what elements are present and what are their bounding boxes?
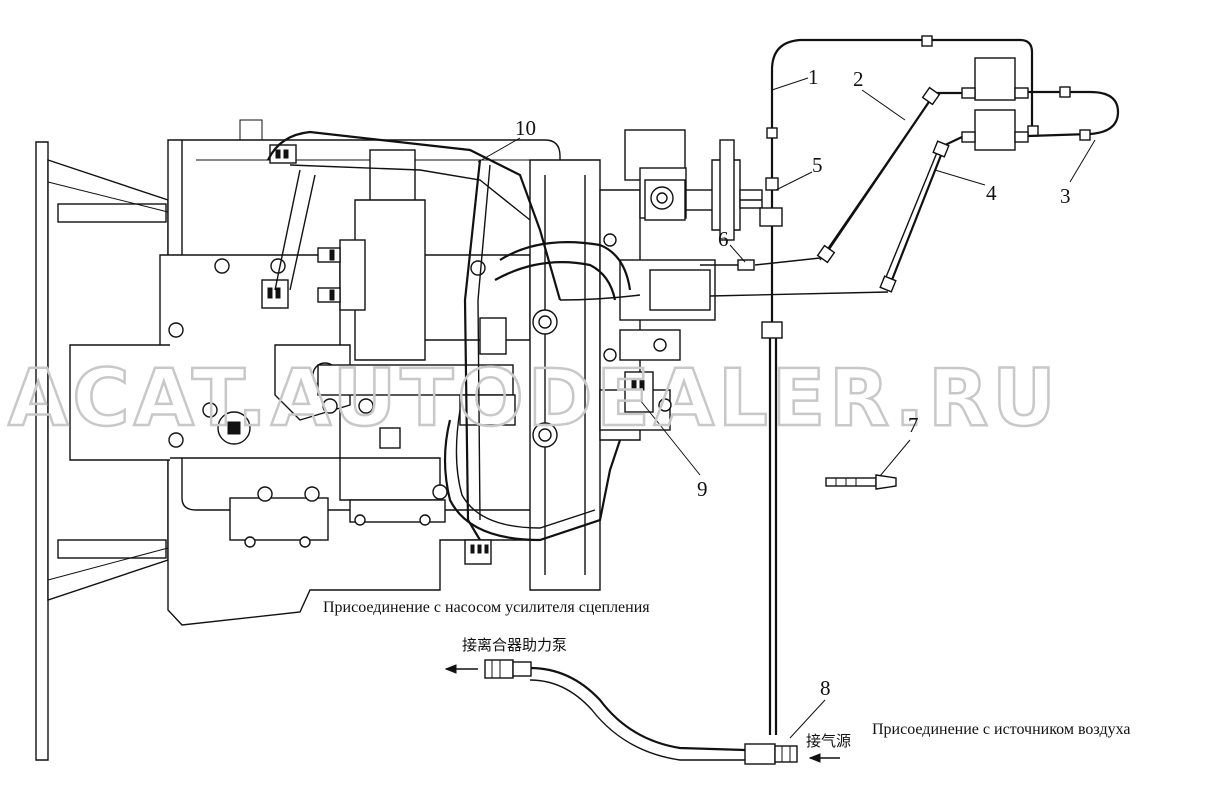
caption-air-source-ru: Присоединение с источником воздуха (872, 721, 1131, 738)
callout-3: 3 (1060, 184, 1071, 208)
housing-bolts (168, 258, 486, 548)
callout-4: 4 (986, 181, 997, 205)
callout-7: 7 (908, 413, 919, 437)
callout-numbers: 1 2 3 4 5 6 7 8 9 10 (515, 65, 1071, 700)
callout-2: 2 (853, 67, 864, 91)
control-valve-block (261, 144, 516, 426)
air-lines (700, 35, 1120, 735)
lower-hose-8 (484, 659, 798, 765)
callout-8: 8 (820, 676, 831, 700)
bell-housing (35, 141, 169, 761)
callout-6: 6 (718, 227, 729, 251)
caption-air-source-cn: 接气源 (806, 732, 851, 750)
caption-clutch-pump-ru: Присоединение с насосом усилителя сцепле… (323, 599, 650, 616)
callout-9: 9 (697, 477, 708, 501)
leader-lines (477, 77, 1096, 739)
callout-5: 5 (812, 153, 823, 177)
caption-clutch-pump-cn: 接离合器助力泵 (462, 636, 567, 654)
callout-1: 1 (808, 65, 819, 89)
rear-housing (529, 129, 763, 591)
callout-10: 10 (515, 116, 536, 140)
pipes-and-harness (267, 130, 641, 565)
watermark-text: ACAT.AUTODEALER.RU (8, 354, 1060, 444)
flow-arrows (444, 664, 840, 763)
part-7-fitting (825, 474, 897, 490)
